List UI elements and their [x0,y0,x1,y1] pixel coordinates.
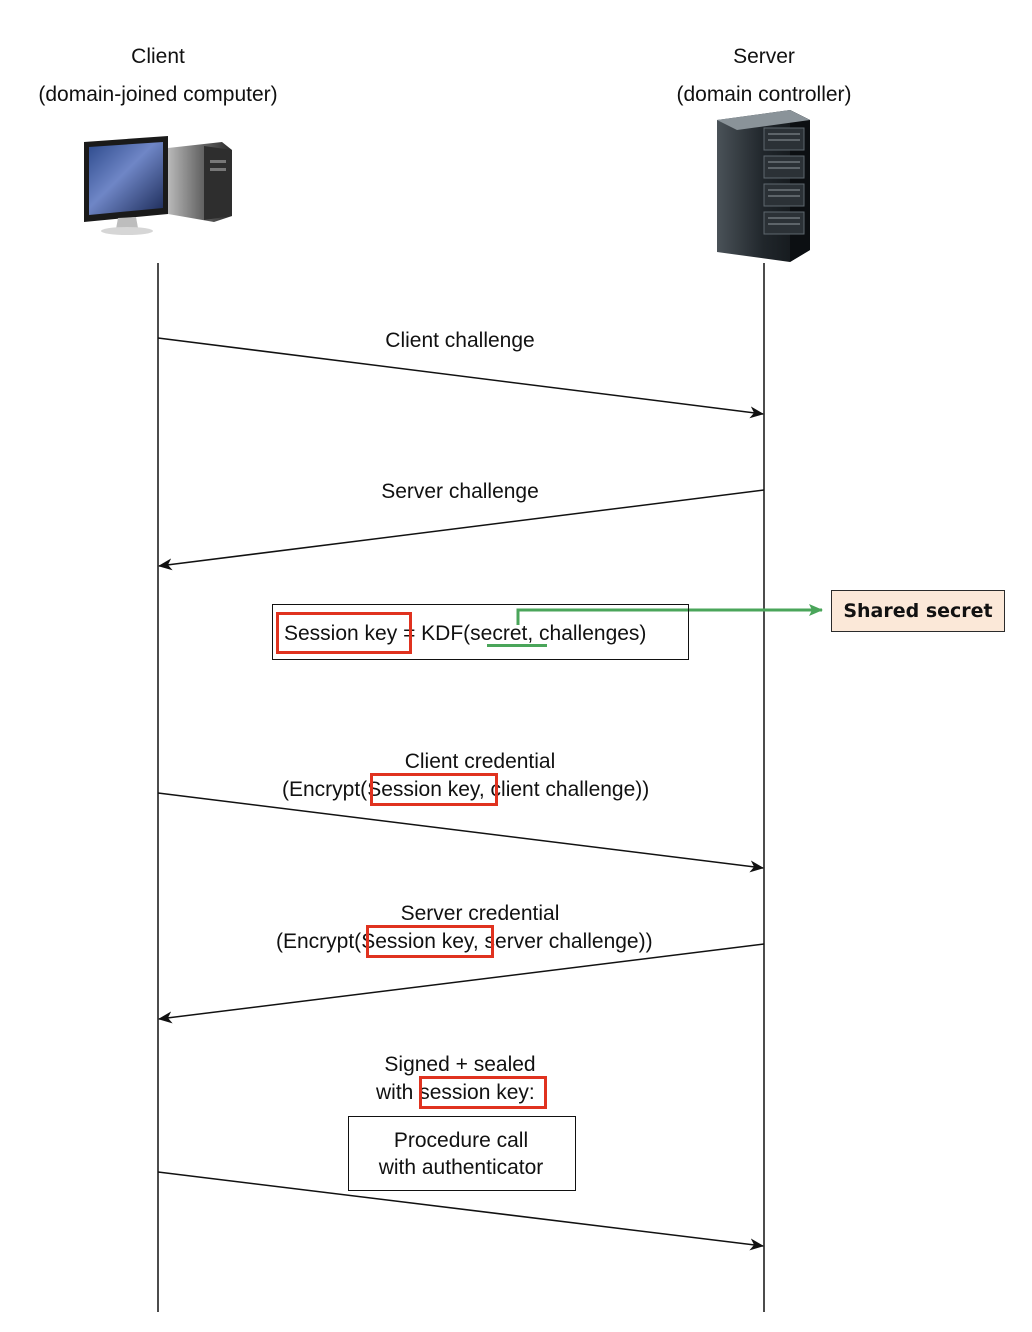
server-credential-expression: (Encrypt(Session key, server challenge)) [276,931,653,952]
client-credential-key-highlight [370,773,498,806]
server-credential-session-key: Session key [361,930,473,953]
signed-sealed-key-line: with session key: [376,1082,535,1103]
signed-sealed-key-highlight [419,1076,547,1109]
shared-secret-label: Shared secret [843,600,993,622]
server-challenge-label: Server challenge [381,480,539,503]
client-subtitle: (domain-joined computer) [38,83,278,106]
kdf-rest: , challenges) [527,622,647,645]
client-credential-expression: (Encrypt(Session key, client challenge)) [282,779,649,800]
shared-secret-callout: Shared secret [831,590,1005,632]
client-credential-session-key: Session key [367,778,479,801]
signed-sealed-label: Signed + sealed [384,1053,536,1076]
computer-icon [84,136,232,235]
procedure-call-arrow [157,1171,764,1251]
kdf-equation-box [272,604,689,660]
with-text: with [376,1081,414,1104]
kdf-equation: Session key = KDF(secret, challenges) [284,623,646,644]
client-title: Client [131,45,185,68]
kdf-session-key: Session key [284,622,398,645]
server-subtitle: (domain controller) [676,83,852,106]
signed-sealed-session-key: session key [419,1081,529,1104]
procedure-call-box [348,1116,576,1191]
client-credential-title: Client credential [404,750,556,773]
procedure-call-line1: Procedure call [393,1129,529,1152]
client-credential-rest: , client challenge)) [478,778,650,801]
secret-connector-arrow [516,604,823,625]
client-credential-arrow [157,792,764,873]
session-key-highlight [276,612,412,654]
client-challenge-arrow [157,337,764,419]
server-credential-rest: , server challenge)) [472,930,653,953]
server-credential-key-highlight [366,925,494,958]
colon-text: : [528,1081,535,1104]
server-title: Server [733,45,795,68]
client-challenge-label: Client challenge [385,329,535,352]
server-rack-icon [717,110,810,262]
server-credential-arrow [158,943,765,1024]
encrypt-open: (Encrypt( [282,778,368,801]
procedure-call-line2: with authenticator [378,1156,544,1179]
kdf-secret: secret [470,622,528,645]
secret-underline [487,644,547,647]
server-challenge-arrow [158,489,765,571]
encrypt-open: (Encrypt( [276,930,362,953]
server-credential-title: Server credential [400,902,560,925]
kdf-equals: = KDF( [397,622,471,645]
